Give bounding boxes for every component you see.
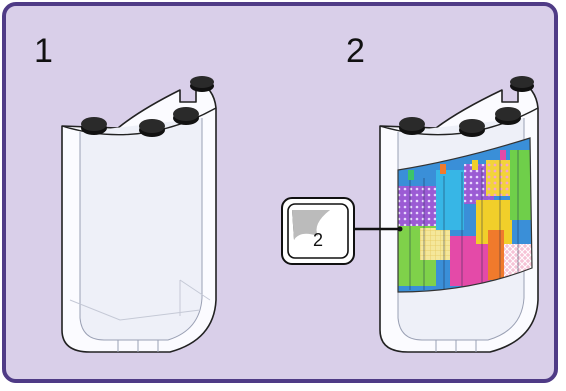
brick-step-1 — [62, 76, 216, 352]
stud — [510, 76, 534, 92]
brick-step-2 — [380, 76, 538, 352]
sticker-number: 2 — [286, 230, 350, 260]
stud — [459, 119, 485, 137]
stud — [495, 107, 521, 125]
stud — [139, 119, 165, 137]
stud — [81, 117, 107, 135]
stud — [173, 107, 199, 125]
stud — [190, 76, 214, 92]
stud — [399, 117, 425, 135]
